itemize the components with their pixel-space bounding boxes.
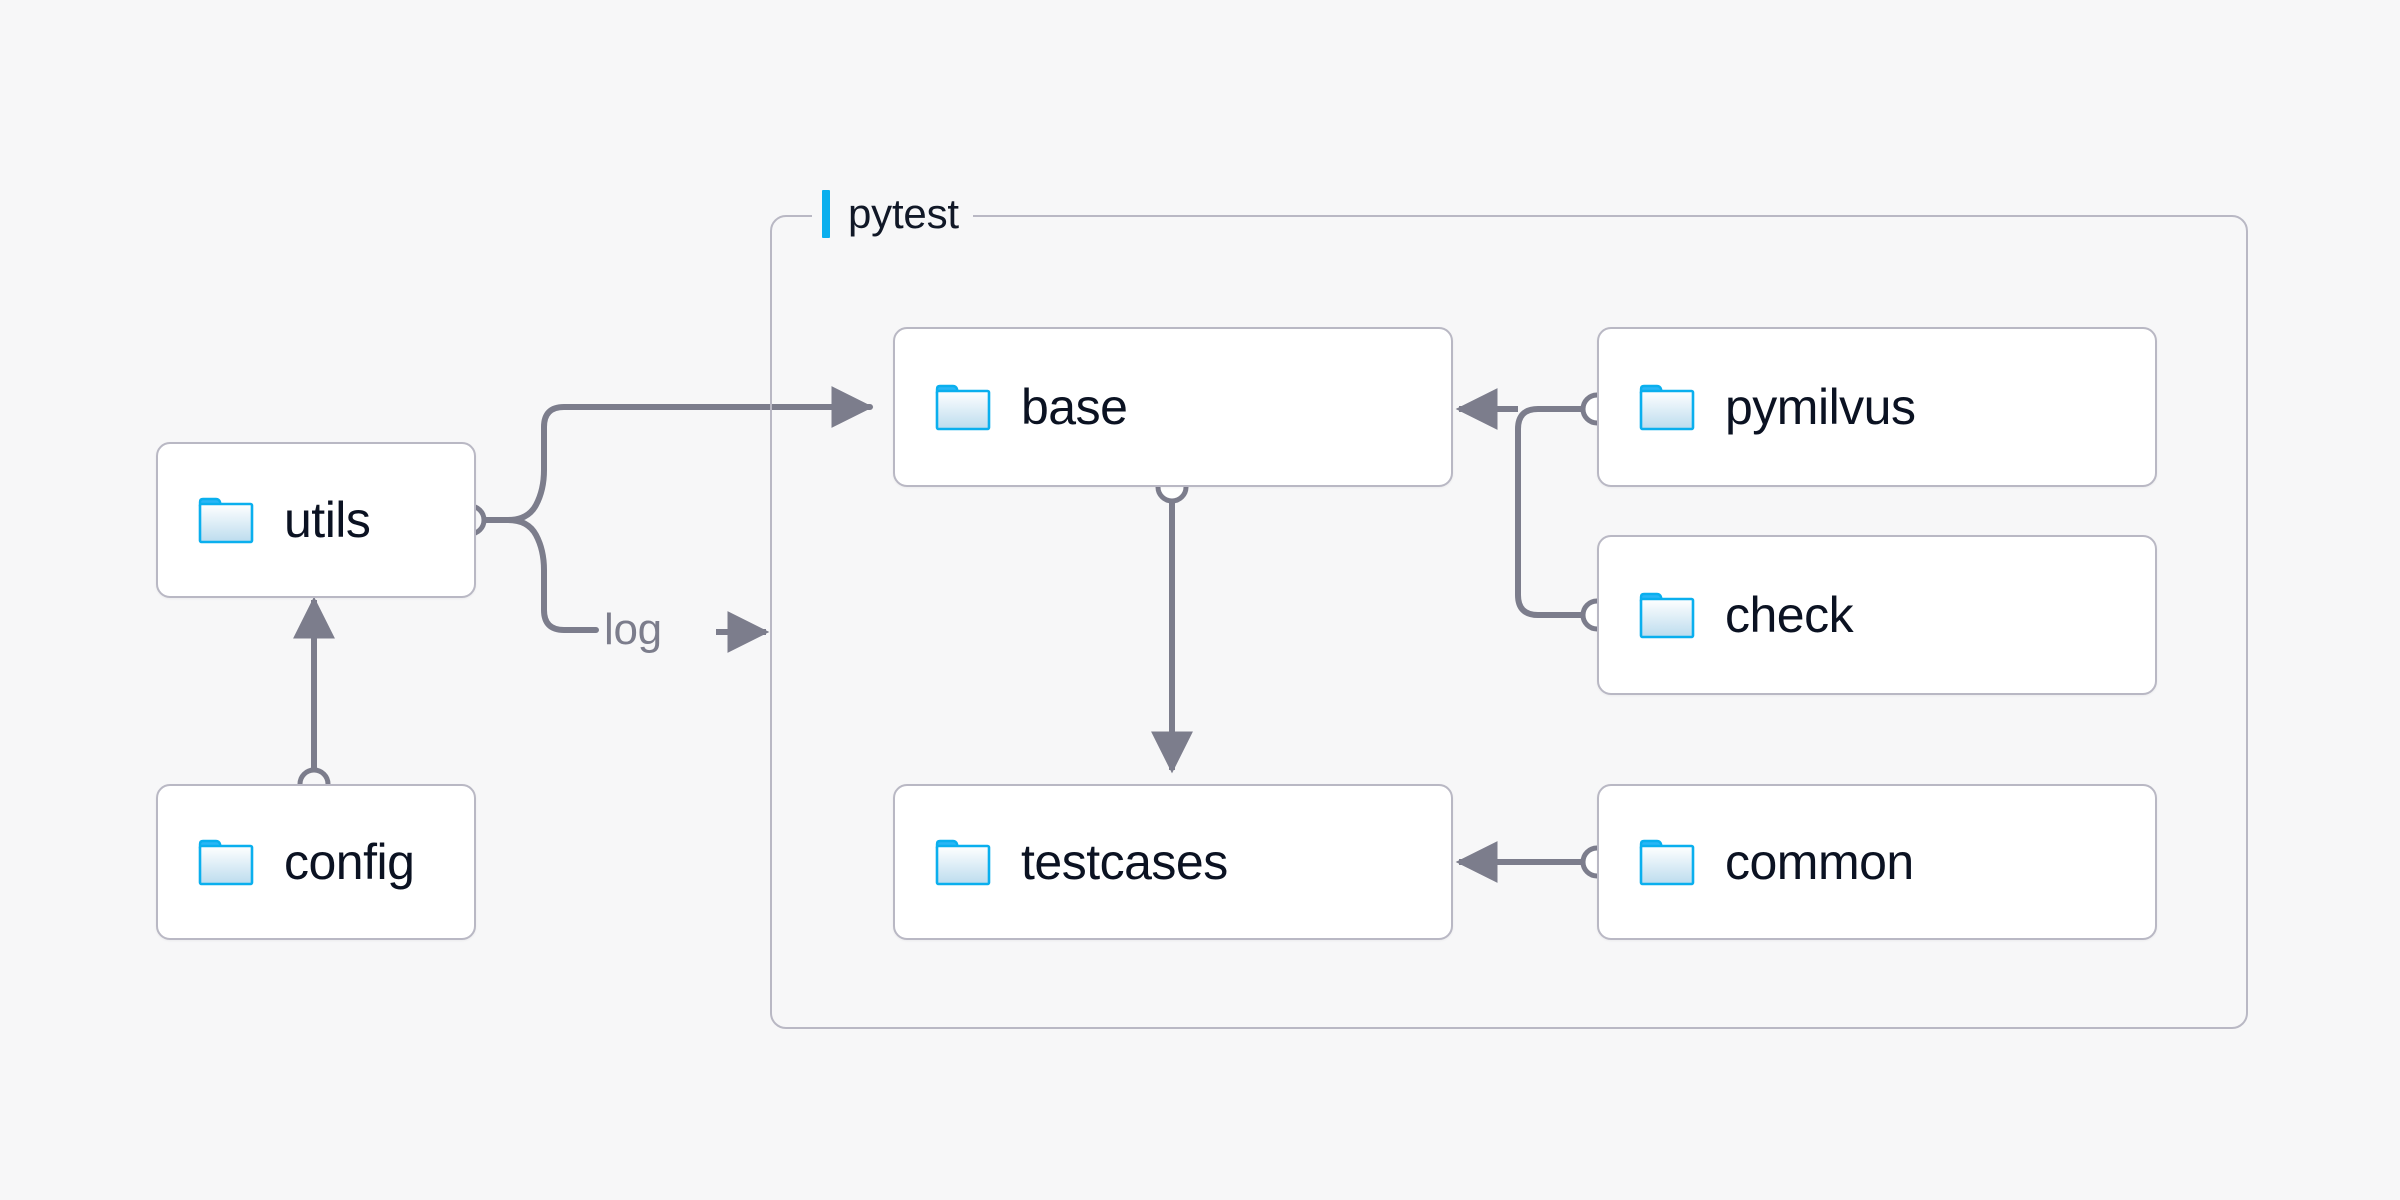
node-base-label: base [1021, 379, 1128, 435]
node-config-label: config [284, 834, 415, 890]
group-pytest[interactable] [770, 215, 2248, 1029]
group-pytest-title: pytest [848, 190, 959, 237]
node-common-label: common [1725, 834, 1914, 890]
node-base[interactable]: base [893, 327, 1453, 487]
node-config[interactable]: config [156, 784, 476, 940]
group-pytest-label: pytest [812, 185, 973, 243]
node-check[interactable]: check [1597, 535, 2157, 695]
node-testcases-label: testcases [1021, 834, 1228, 890]
node-pymilvus[interactable]: pymilvus [1597, 327, 2157, 487]
node-utils[interactable]: utils [156, 442, 476, 598]
node-common[interactable]: common [1597, 784, 2157, 940]
folder-icon [1639, 839, 1695, 886]
folder-icon [935, 839, 991, 886]
node-pymilvus-label: pymilvus [1725, 379, 1916, 435]
folder-icon [198, 497, 254, 544]
folder-icon [198, 839, 254, 886]
node-testcases[interactable]: testcases [893, 784, 1453, 940]
folder-icon [1639, 592, 1695, 639]
node-utils-label: utils [284, 492, 371, 548]
node-check-label: check [1725, 587, 1854, 643]
folder-icon [1639, 384, 1695, 431]
edge-label-log: log [604, 605, 662, 654]
accent-bar-icon [822, 190, 830, 238]
edge-config-utils [293, 596, 335, 801]
folder-icon [935, 384, 991, 431]
